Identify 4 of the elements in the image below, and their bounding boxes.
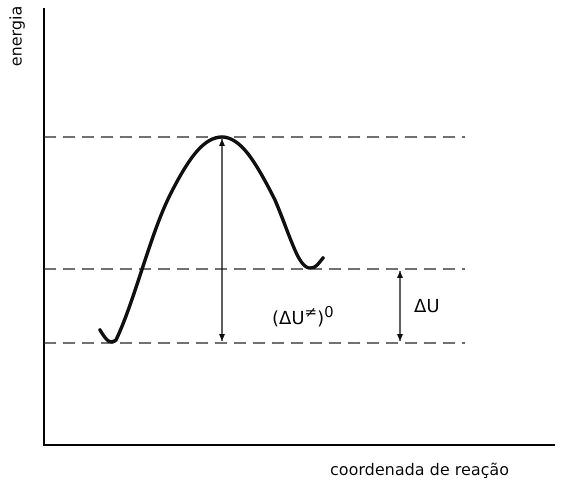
dimension-label: ΔU	[414, 298, 440, 316]
axis-title: coordenada de reação	[330, 462, 510, 478]
dimension-label: (ΔU$^{≠}$)$^{0}$	[272, 305, 334, 328]
axis-title: energia	[8, 6, 24, 66]
